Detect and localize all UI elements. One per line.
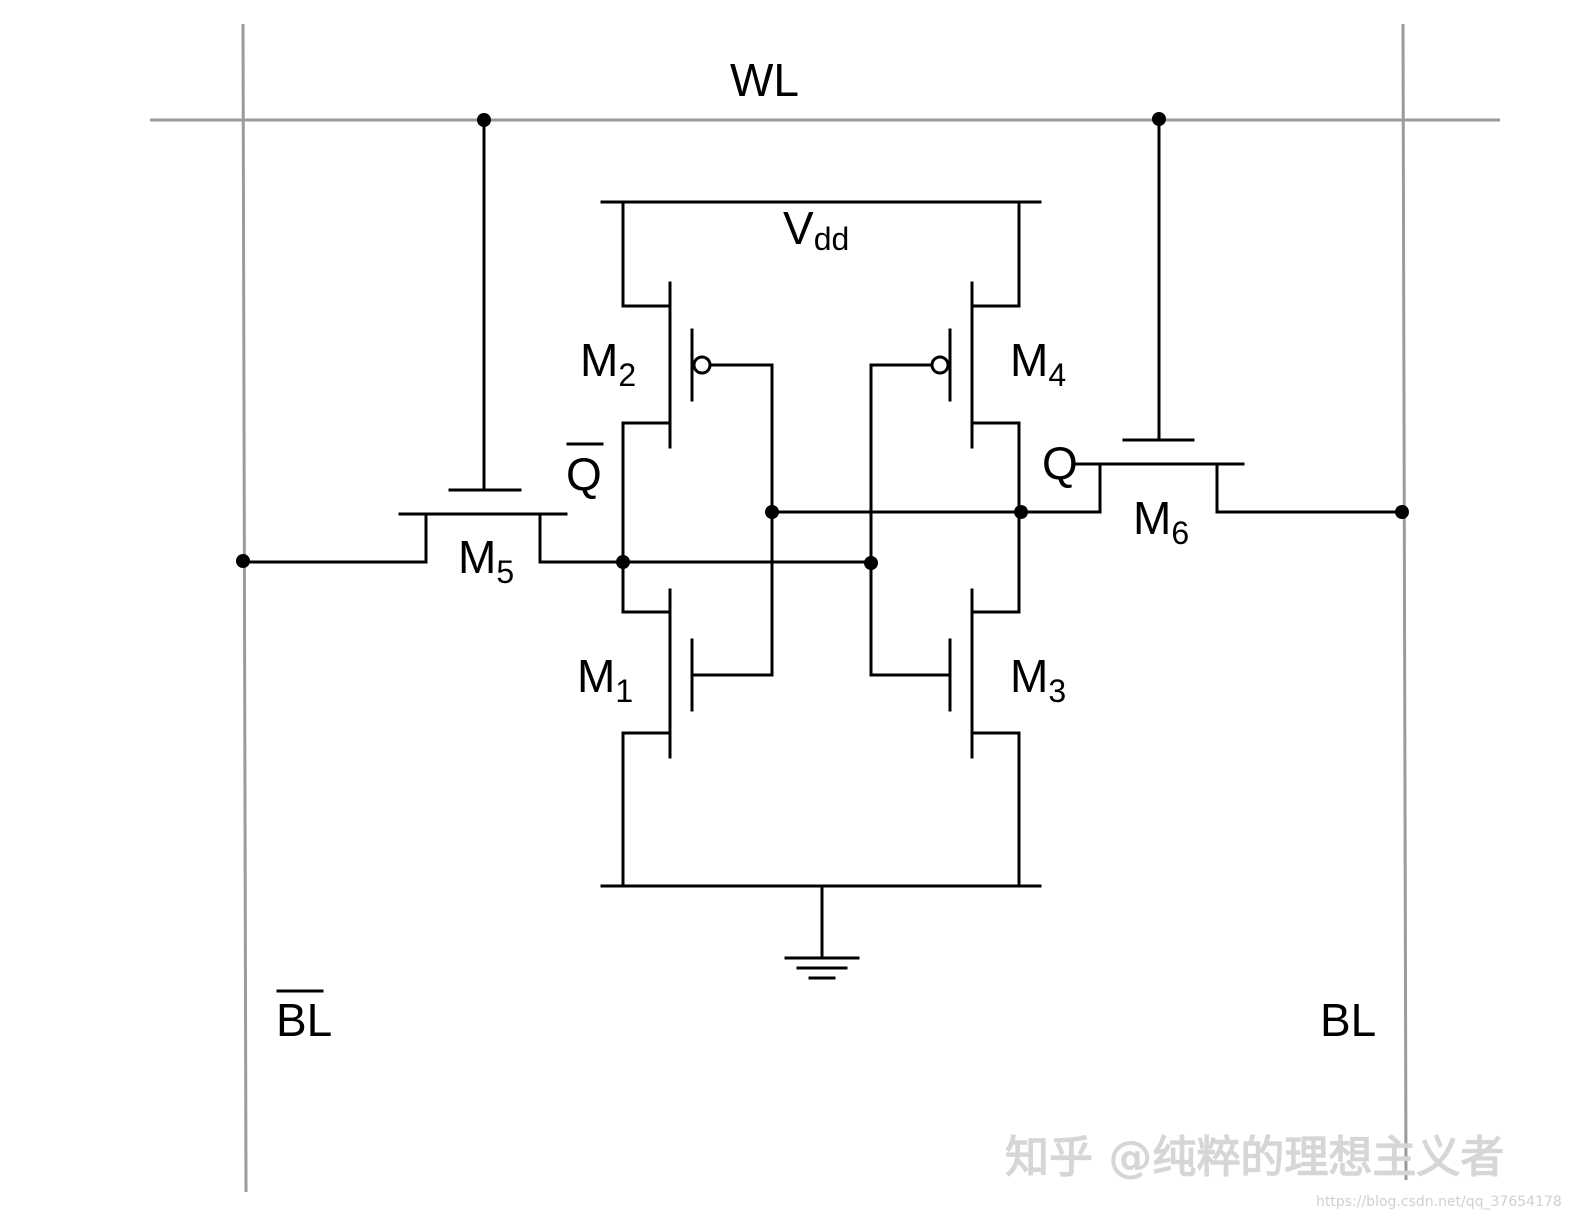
label-bl: BL — [1320, 994, 1376, 1046]
transistor-m3 — [869, 588, 1021, 759]
ground-rail — [600, 731, 1042, 958]
transistor-m2 — [621, 281, 774, 614]
label-m6: M6 — [1133, 492, 1189, 551]
label-q: Q — [1042, 437, 1078, 489]
label-vdd: Vdd — [783, 202, 849, 257]
label-m5: M5 — [458, 531, 514, 590]
label-m2: M2 — [580, 334, 636, 393]
transistor-m1 — [621, 588, 774, 759]
bit-line — [1401, 23, 1408, 1181]
cross-coupling — [538, 363, 1102, 677]
label-m4: M4 — [1010, 334, 1066, 393]
ground-symbol — [784, 956, 860, 980]
transistor-m5 — [241, 118, 568, 564]
watermark-url: https://blog.csdn.net/qq_37654178 — [1316, 1194, 1562, 1210]
junction-dots — [236, 112, 1409, 570]
label-q-bar: Q — [566, 448, 602, 500]
vdd-supply — [600, 200, 1042, 308]
transistor-m6 — [1075, 118, 1405, 514]
label-bl-bar: BL — [276, 994, 332, 1046]
watermark-text: 知乎 @纯粹的理想主义者 — [1005, 1132, 1504, 1183]
rails — [150, 23, 1500, 1193]
transistor-m4 — [869, 281, 1021, 614]
label-wl: WL — [730, 54, 799, 106]
label-m1: M1 — [577, 650, 633, 709]
bit-line-bar — [241, 23, 248, 1193]
label-m3: M3 — [1010, 650, 1066, 709]
